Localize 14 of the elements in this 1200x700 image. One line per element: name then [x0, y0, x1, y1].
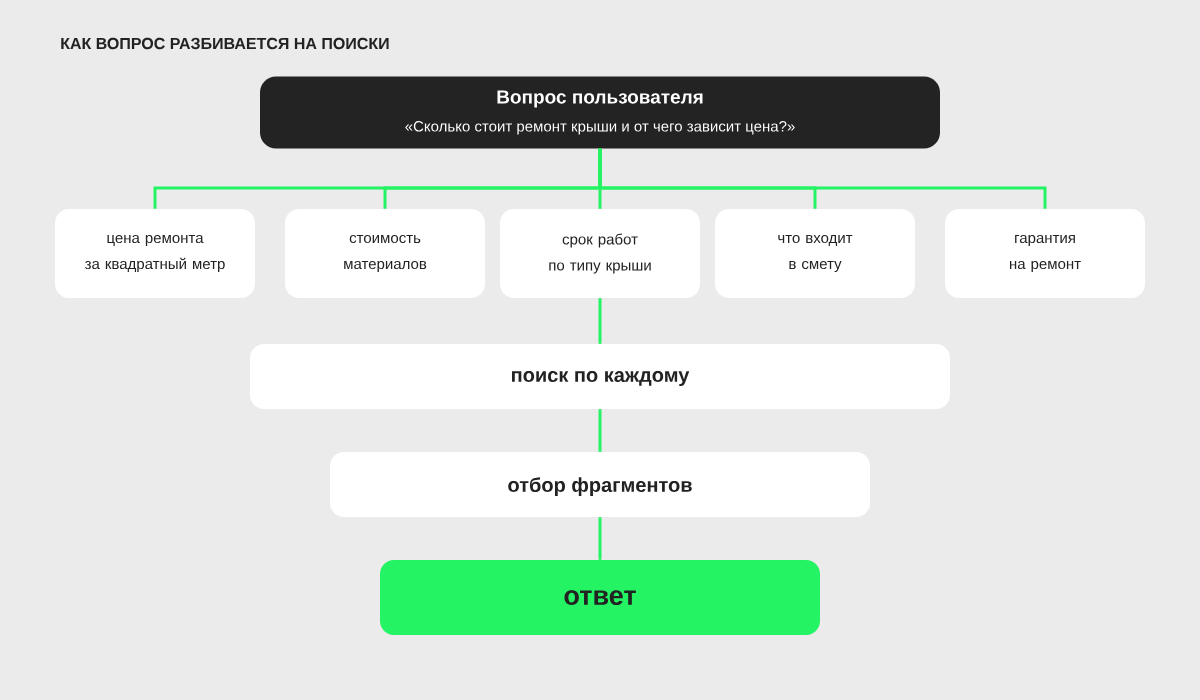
connector-line: [598, 148, 1047, 209]
step-box: отбор фрагментов: [330, 452, 870, 517]
connector-line: [598, 409, 602, 452]
connector-line: [598, 298, 602, 344]
title: КАК ВОПРОС РАЗБИВАЕТСЯ НА ПОИСКИ: [61, 37, 389, 50]
step-box: поиск по каждому: [250, 344, 950, 409]
result-box: ответ: [380, 560, 820, 635]
query-box: гарантия на ремонт: [945, 209, 1145, 298]
query-box: срок работ по типу крыши: [500, 209, 700, 298]
query-box: стоимость материалов: [285, 209, 485, 298]
query-box: цена ремонта за квадратный метр: [55, 209, 255, 298]
connector-line: [598, 517, 602, 560]
question-box: Вопрос пользователя «Сколько стоит ремонт крыши и от чего зависит цена?»: [260, 76, 940, 149]
query-box: что входит в смету: [715, 209, 915, 298]
